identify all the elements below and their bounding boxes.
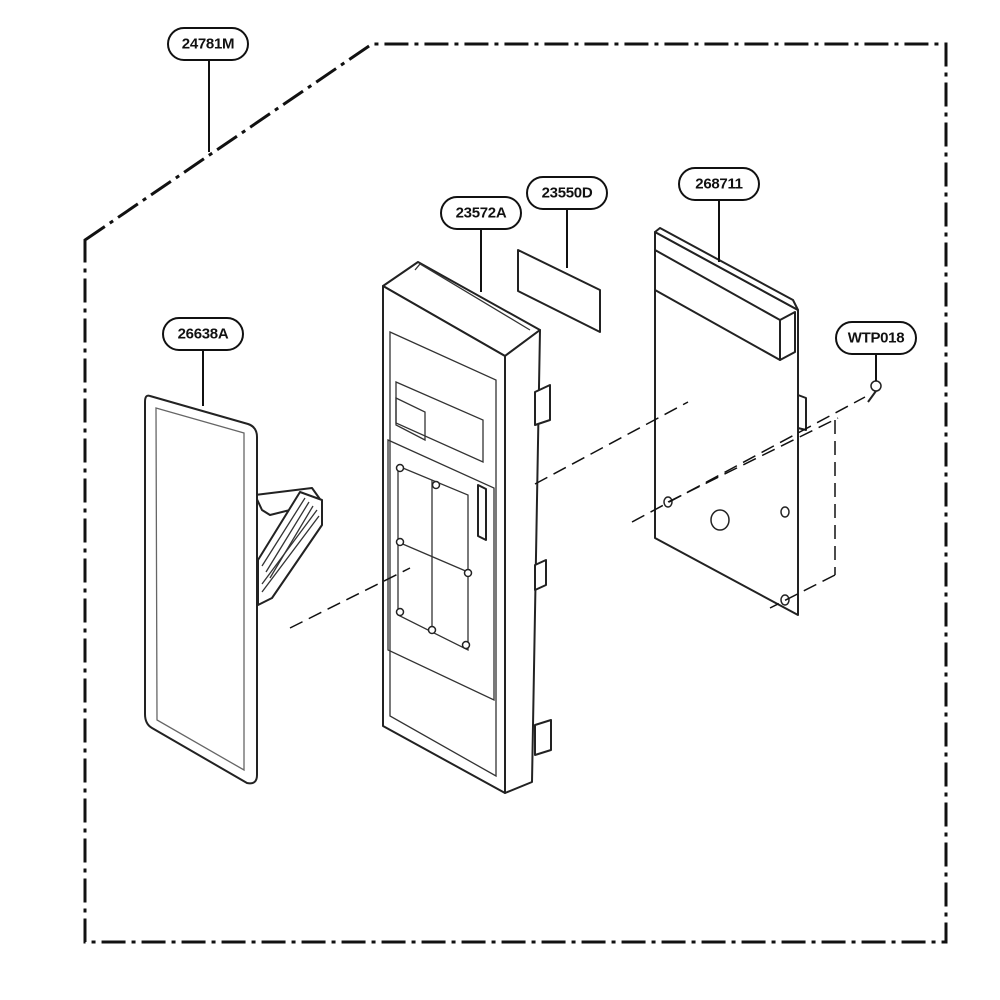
callout-keypad-overlay: 26638A <box>162 317 244 351</box>
control-board-label: 268711 <box>695 176 742 193</box>
callout-screw: WTP018 <box>835 321 917 355</box>
display-window-label: 23550D <box>542 185 593 202</box>
assembly-lines <box>289 396 866 629</box>
keypad-overlay-label: 26638A <box>178 326 229 343</box>
control-panel-frame-part <box>382 261 552 794</box>
callout-assembly: 24781M <box>167 27 249 61</box>
control-board-part <box>654 227 807 616</box>
callout-control-panel-frame: 23572A <box>440 196 522 230</box>
assembly-label: 24781M <box>182 36 234 53</box>
assembly-boundary <box>83 42 948 944</box>
callout-control-board: 268711 <box>678 167 760 201</box>
keypad-overlay-part <box>144 394 323 785</box>
screw-label: WTP018 <box>848 330 905 347</box>
screw-part <box>867 380 882 403</box>
control-panel-frame-label: 23572A <box>456 205 507 222</box>
leader-lines <box>202 60 877 406</box>
display-window-part <box>517 249 601 333</box>
callout-display-window: 23550D <box>526 176 608 210</box>
